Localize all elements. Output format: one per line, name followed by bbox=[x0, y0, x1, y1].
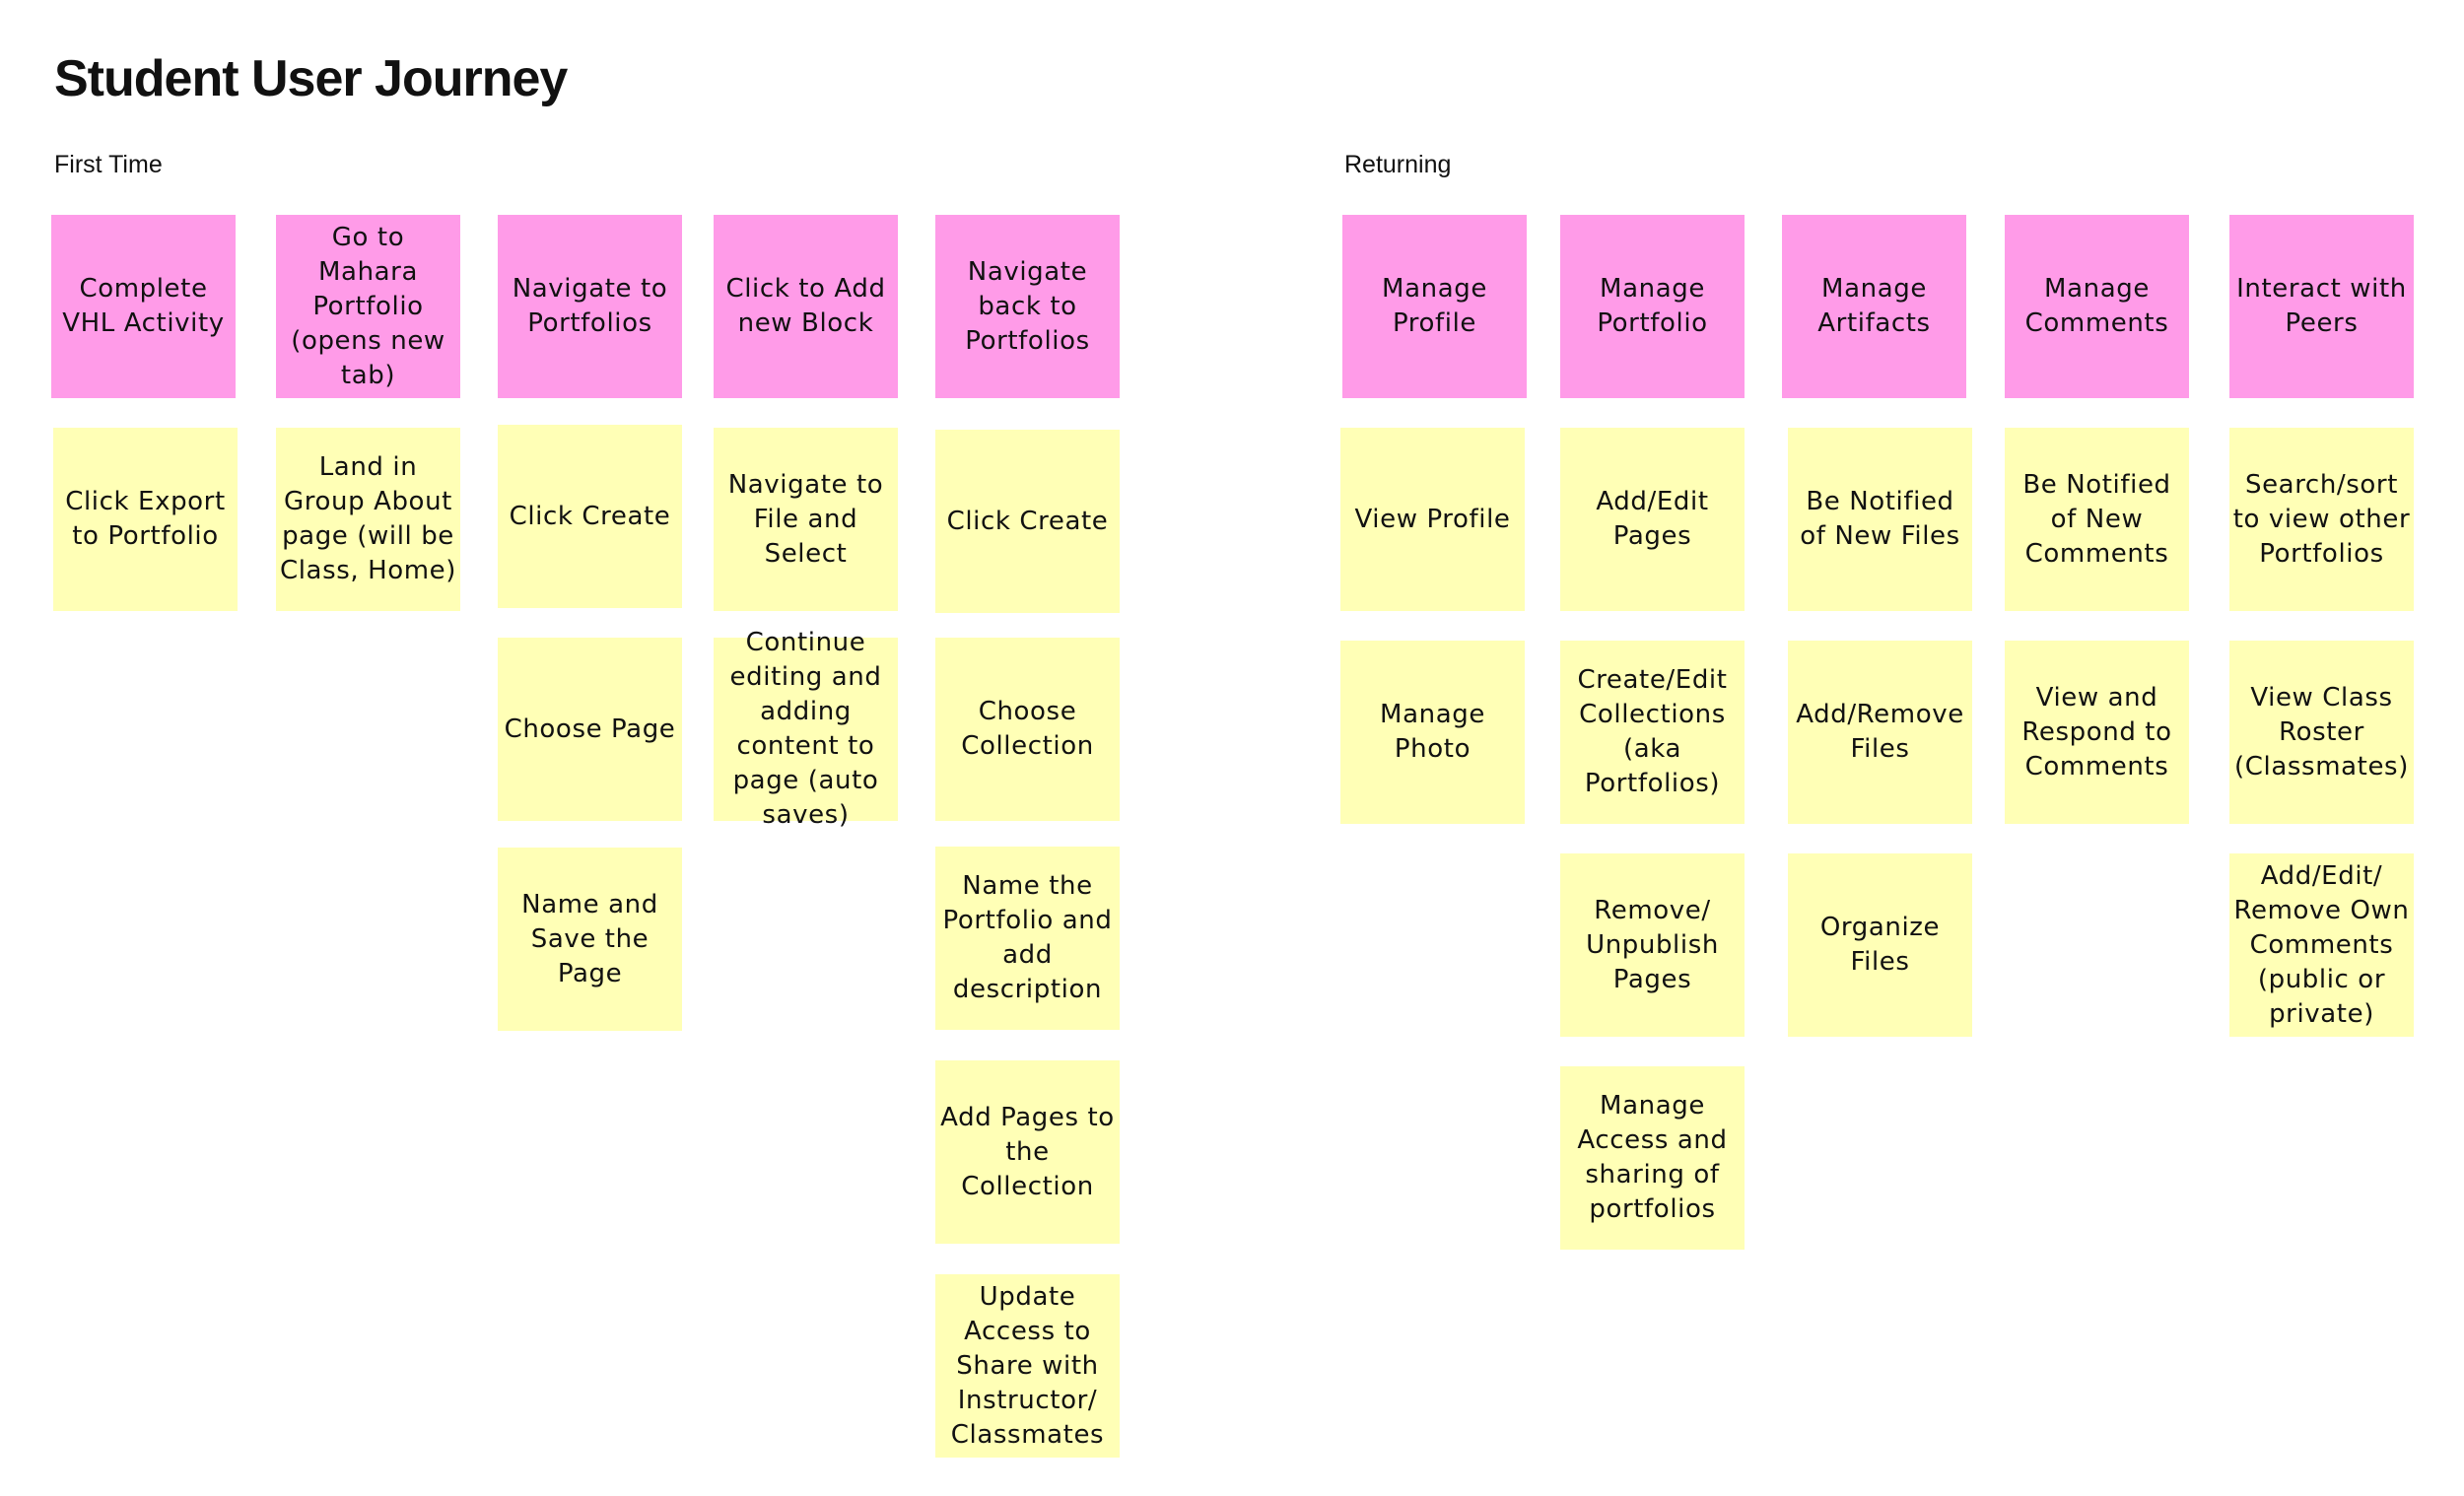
step-note[interactable]: Be Notified of New Files bbox=[1788, 428, 1972, 611]
header-note[interactable]: Click to Add new Block bbox=[714, 215, 898, 398]
header-note[interactable]: Navigate back to Portfolios bbox=[935, 215, 1120, 398]
step-note[interactable]: Search/sort to view other Portfolios bbox=[2229, 428, 2414, 611]
step-note[interactable]: View and Respond to Comments bbox=[2005, 641, 2189, 824]
step-note[interactable]: Continue editing and adding content to p… bbox=[714, 628, 898, 830]
header-note[interactable]: Go to Mahara Portfolio (opens new tab) bbox=[276, 215, 460, 398]
step-note[interactable]: Add/Edit Pages bbox=[1560, 428, 1745, 611]
step-note[interactable]: Add Pages to the Collection bbox=[935, 1060, 1120, 1244]
header-note[interactable]: Interact with Peers bbox=[2229, 215, 2414, 398]
step-note[interactable]: View Class Roster (Classmates) bbox=[2229, 641, 2414, 824]
step-note[interactable]: Click Create bbox=[935, 430, 1120, 613]
step-note[interactable]: Create/Edit Collections (aka Portfolios) bbox=[1560, 641, 1745, 824]
header-note[interactable]: Manage Portfolio bbox=[1560, 215, 1745, 398]
step-note[interactable]: View Profile bbox=[1340, 428, 1525, 611]
step-note[interactable]: Add/Remove Files bbox=[1788, 641, 1972, 824]
header-note[interactable]: Manage Comments bbox=[2005, 215, 2189, 398]
step-note[interactable]: Land in Group About page (will be Class,… bbox=[276, 428, 460, 611]
step-note[interactable]: Remove/ Unpublish Pages bbox=[1560, 853, 1745, 1037]
step-note[interactable]: Name and Save the Page bbox=[498, 848, 682, 1031]
section-label-first-time: First Time bbox=[54, 151, 163, 178]
step-note[interactable]: Navigate to File and Select bbox=[714, 428, 898, 611]
step-note[interactable]: Click Create bbox=[498, 425, 682, 608]
step-note[interactable]: Be Notified of New Comments bbox=[2005, 428, 2189, 611]
step-note[interactable]: Name the Portfolio and add description bbox=[935, 847, 1120, 1030]
header-note[interactable]: Navigate to Portfolios bbox=[498, 215, 682, 398]
step-note[interactable]: Add/Edit/ Remove Own Comments (public or… bbox=[2229, 853, 2414, 1037]
step-note[interactable]: Choose Page bbox=[498, 638, 682, 821]
step-note[interactable]: Choose Collection bbox=[935, 638, 1120, 821]
section-label-returning: Returning bbox=[1344, 151, 1452, 178]
step-note[interactable]: Manage Access and sharing of portfolios bbox=[1560, 1066, 1745, 1250]
step-note[interactable]: Click Export to Portfolio bbox=[53, 428, 238, 611]
step-note[interactable]: Update Access to Share with Instructor/ … bbox=[935, 1274, 1120, 1458]
header-note[interactable]: Manage Artifacts bbox=[1782, 215, 1966, 398]
header-note[interactable]: Manage Profile bbox=[1342, 215, 1527, 398]
step-note[interactable]: Manage Photo bbox=[1340, 641, 1525, 824]
header-note[interactable]: Complete VHL Activity bbox=[51, 215, 236, 398]
step-note[interactable]: Organize Files bbox=[1788, 853, 1972, 1037]
page-title: Student User Journey bbox=[54, 50, 568, 107]
